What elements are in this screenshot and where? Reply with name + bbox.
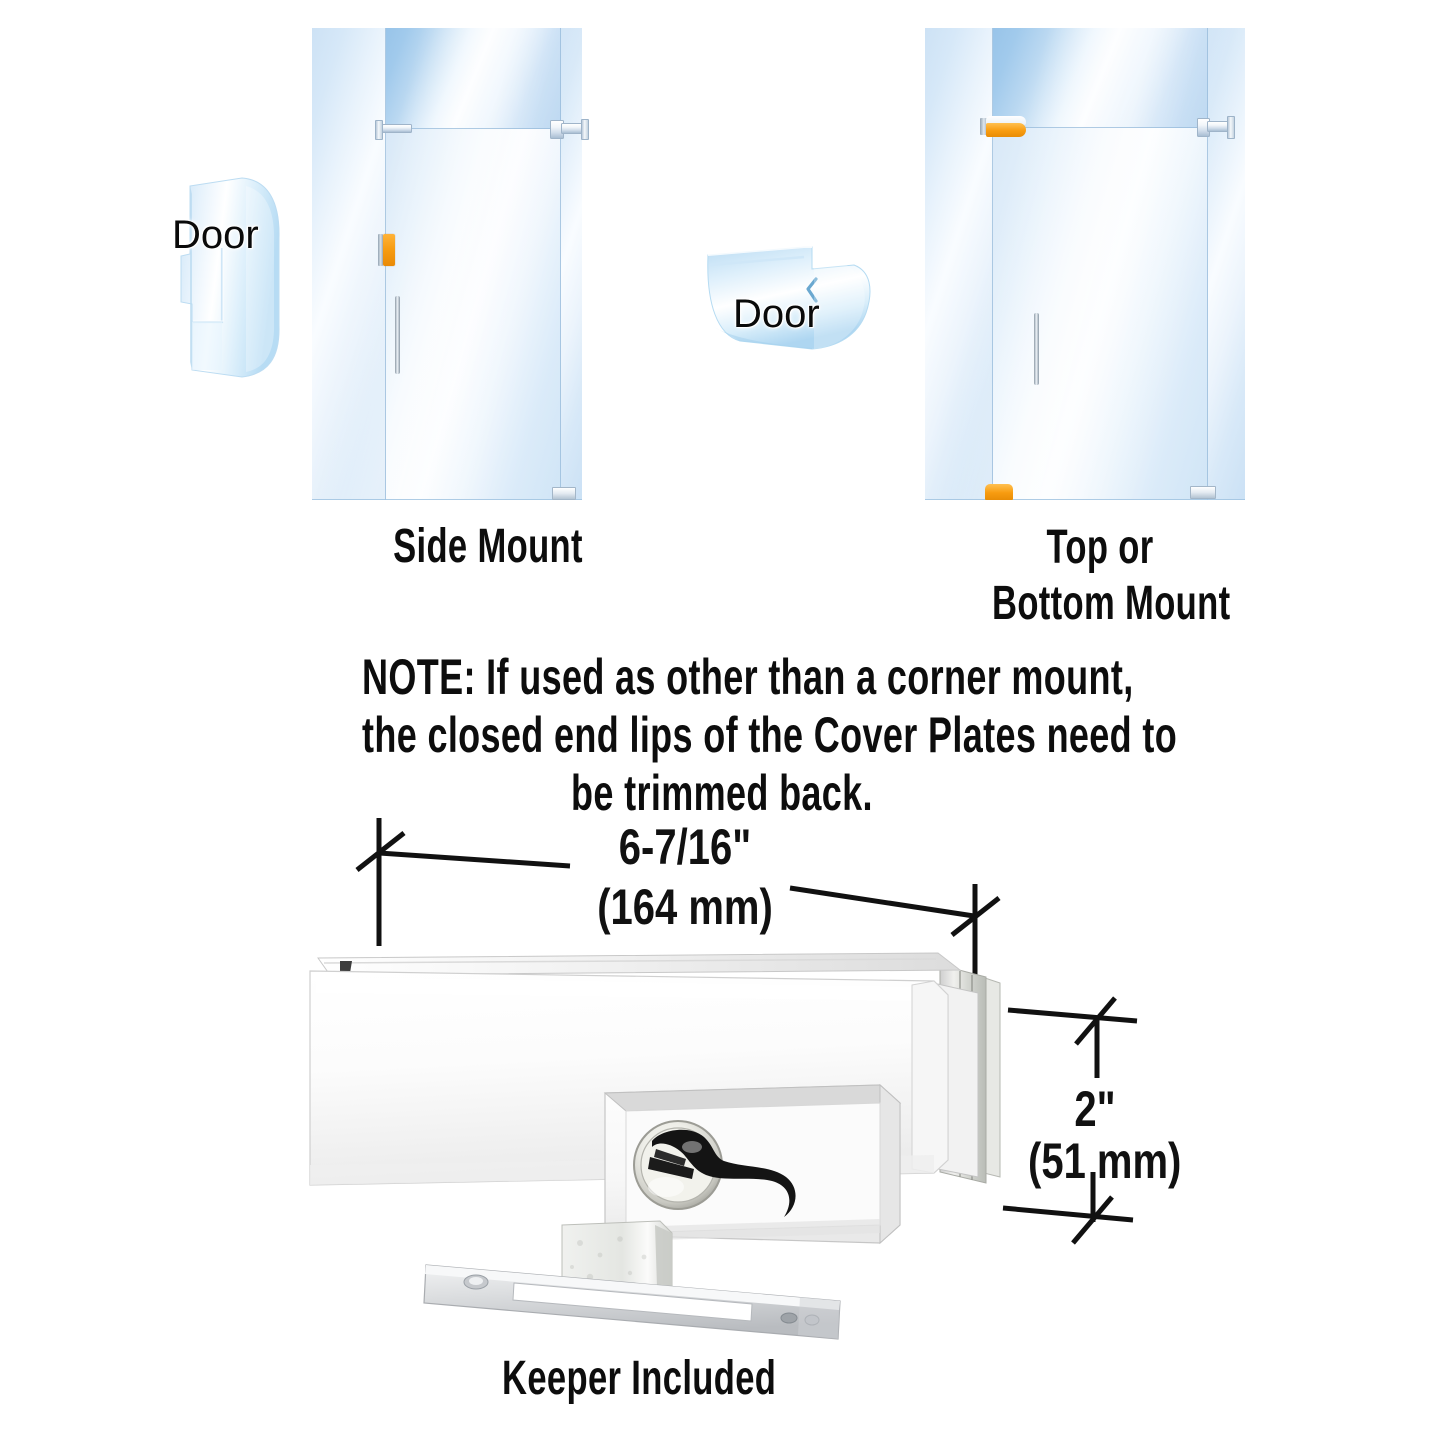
panel-edge-bottom [925,499,1245,501]
side-mount-lock-group [378,234,404,374]
door-pull-handle [1034,313,1039,385]
glass-clamp-top-right [550,118,589,140]
dimension-height-imperial: 2" [1074,1081,1116,1137]
note-line-3: be trimmed back. [571,765,873,821]
note-block: NOTE: If used as other than a corner mou… [222,648,1222,822]
glass-clamp-bottom [1190,486,1216,499]
lock-cover-white [986,116,1026,125]
panel-edge-bottom [312,499,582,501]
note-line-2: the closed end lips of the Cover Plates … [362,707,1178,763]
panel-edge [992,28,994,500]
lock-indicator-orange [986,123,1026,137]
transom-divider [386,128,561,130]
patch-lock-fitting-photo [300,925,1020,1345]
keeper-caption-wrap: Keeper Included [460,1352,777,1406]
horizontal-door-3d-icon [704,243,874,353]
panel-edge [1207,28,1209,500]
transom-divider [993,127,1208,129]
lock-indicator-orange-bottom [985,484,1013,500]
door-label-right: Door [733,292,820,336]
panel-edge [560,28,562,500]
lock-indicator-orange [383,234,395,266]
door-label-left: Door [172,213,259,257]
lock-backplate [980,118,987,135]
dimension-width-metric: (164 mm) [597,879,773,935]
glass-clamp-bottom [552,487,576,500]
lock-indicator-group-top [980,116,1038,138]
caption-keeper-included: Keeper Included [502,1352,777,1405]
dimension-width-imperial: 6-7/16" [618,819,752,875]
note-line-1: NOTE: If used as other than a corner mou… [362,649,1134,705]
door-pull-handle [395,296,400,374]
lock-backplate [378,234,383,266]
glass-clamp-top-right [1197,116,1235,139]
vertical-door-3d-icon [176,176,290,380]
caption-bottom-mount: Bottom Mount [992,577,1231,630]
caption-side-mount: Side Mount [393,520,583,573]
pivot-hinge-top-left [375,120,412,140]
caption-top-or: Top or [1046,521,1154,574]
dimension-height-metric: (51 mm) [1028,1133,1182,1189]
